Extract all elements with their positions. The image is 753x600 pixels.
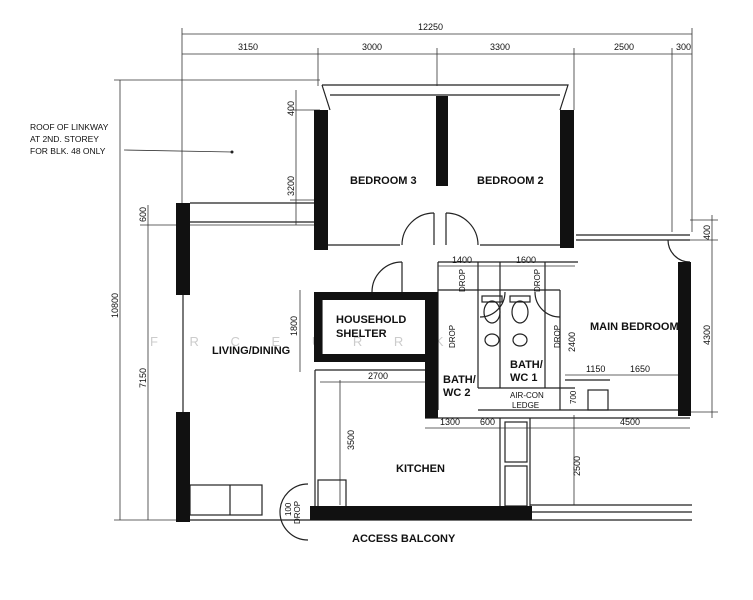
label-aircon: AIR-CON [510,391,544,400]
dim-700: 700 [569,390,578,404]
dim-2400: 2400 [567,332,577,352]
label-bedroom-3: BEDROOM 3 [350,175,417,187]
door-swings [279,212,691,541]
label-bath-wc2-line2: WC 2 [443,387,471,399]
label-kitchen: KITCHEN [396,463,445,475]
heavy-walls [176,96,691,522]
dim-600: 600 [480,417,495,427]
dim-1150: 1150 [586,364,605,374]
note-leader-dot [230,150,234,154]
dim-2500: 2500 [614,42,634,52]
watermark: F R C E U R R K [150,334,458,349]
note-line-3: FOR BLK. 48 ONLY [30,146,106,156]
top-dimension-chain [181,28,693,232]
dim-right-4300: 4300 [702,325,712,345]
dim-overall-width: 12250 [418,22,443,32]
dim-left-3200: 3200 [286,176,296,196]
dim-1650: 1650 [630,364,650,374]
label-household: HOUSEHOLD [336,314,406,326]
dim-left-400: 400 [286,101,296,116]
note-leader [123,149,233,153]
label-bedroom-2: BEDROOM 2 [477,175,544,187]
dim-3150: 3150 [238,42,258,52]
drop-100: 100 [284,502,293,516]
dim-left-10800: 10800 [110,293,120,318]
label-access-balcony: ACCESS BALCONY [352,533,456,545]
dim-1600: 1600 [516,255,536,265]
dim-1800: 1800 [289,316,299,336]
note-line-2: AT 2ND. STOREY [30,134,99,144]
label-main-bedroom: MAIN BEDROOM [590,321,679,333]
dim-2500: 2500 [572,456,582,476]
drop-label-2: DROP [533,269,542,292]
drop-label-4: DROP [553,325,562,348]
dim-300: 300 [676,42,691,52]
label-shelter: SHELTER [336,328,387,340]
dim-right-400: 400 [702,225,712,240]
dim-2700: 2700 [368,371,388,381]
label-living-dining: LIVING/DINING [212,345,290,357]
dim-left-7150: 7150 [138,368,148,388]
drop-label-5: DROP [293,501,302,524]
drop-label-3: DROP [448,325,457,348]
note-line-1: ROOF OF LINKWAY [30,122,109,132]
label-bath-wc1-line2: WC 1 [510,372,538,384]
dim-3500: 3500 [346,430,356,450]
dim-1400: 1400 [452,255,472,265]
thin-linework [182,84,692,521]
dim-4500: 4500 [620,417,640,427]
dim-1300: 1300 [440,417,460,427]
dim-3000: 3000 [362,42,382,52]
right-dimension-chain [690,215,718,418]
label-bath-wc2-line1: BATH/ [443,374,476,386]
label-ledge: LEDGE [512,401,539,410]
dim-3300: 3300 [490,42,510,52]
label-bath-wc1-line1: BATH/ [510,359,543,371]
dim-left-600: 600 [138,207,148,222]
drop-label-1: DROP [458,269,467,292]
